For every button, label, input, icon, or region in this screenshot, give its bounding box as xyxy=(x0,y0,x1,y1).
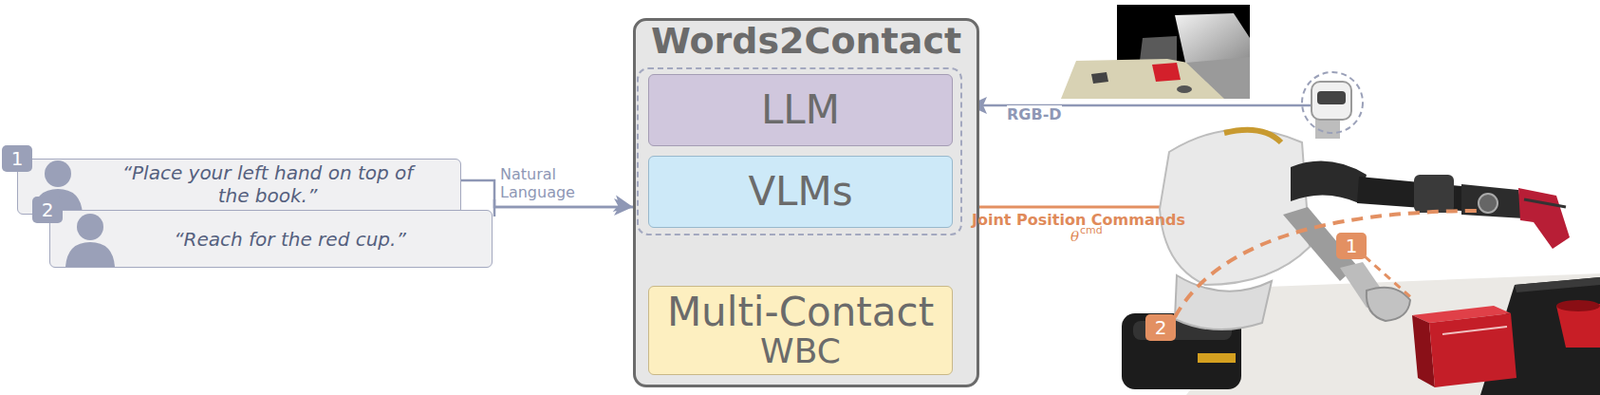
illustration-shape xyxy=(1174,275,1272,330)
illustration-shape xyxy=(1364,256,1414,300)
person-icon xyxy=(61,211,119,267)
module-name: Multi-Contact xyxy=(667,291,934,334)
illustration-shape xyxy=(1317,91,1346,105)
illustration-shape xyxy=(1514,277,1600,293)
illustration-shape xyxy=(1302,72,1363,133)
callout-number: 2 xyxy=(32,196,63,224)
illustration-shape xyxy=(1186,56,1250,99)
illustration-shape xyxy=(1478,193,1498,213)
robot-arm xyxy=(1290,161,1570,249)
speech-bubble: “Reach for the red cup.” xyxy=(49,209,493,268)
illustration-shape xyxy=(1224,130,1282,143)
illustration-shape xyxy=(1176,85,1192,94)
speech-bubble: “Place your left hand on top of the book… xyxy=(17,158,462,215)
illustration-shape xyxy=(1091,72,1109,84)
illustration-shape xyxy=(44,160,72,187)
illustration-shape xyxy=(1442,326,1507,335)
callout-number: 1 xyxy=(1336,232,1367,260)
system-box: Words2ContactLLM VLMsMulti-ContactWBC xyxy=(632,18,980,388)
signal-name: Joint Position Commands xyxy=(971,210,1186,229)
illustration-shape xyxy=(1174,210,1481,317)
utterance-text: “Reach for the red cup.” xyxy=(173,227,407,251)
illustration-shape xyxy=(1518,187,1570,249)
trajectory xyxy=(1174,210,1481,317)
connector-line xyxy=(494,199,633,217)
utterance-text: “Place your left hand on top of the book… xyxy=(113,161,423,207)
robot-left-arm xyxy=(1283,206,1411,321)
symbol: θ xyxy=(1070,227,1080,245)
module-box: VLMs xyxy=(648,155,953,228)
illustration-shape xyxy=(76,213,104,241)
system-title: Words2Contact xyxy=(635,19,977,62)
illustration-shape xyxy=(1366,287,1411,321)
illustration-shape xyxy=(1524,199,1566,207)
illustration-shape xyxy=(1311,81,1352,120)
illustration-shape xyxy=(1413,174,1454,213)
module-name: WBC xyxy=(760,333,841,370)
symbol-superscript: cmd xyxy=(1079,223,1103,237)
module-box: LLM xyxy=(648,74,953,147)
illustration-shape xyxy=(65,241,115,267)
illustration-shape xyxy=(1429,313,1517,388)
illustration-shape xyxy=(1159,129,1310,285)
edge-label: Natural Language xyxy=(500,165,582,202)
illustration-shape xyxy=(1556,299,1600,312)
module-name: VLMs xyxy=(747,170,853,213)
illustration-shape xyxy=(1197,353,1236,363)
module-name: LLM xyxy=(761,89,840,131)
depth-image xyxy=(1060,4,1250,99)
red-book xyxy=(1412,305,1517,388)
signal-name: RGB-D xyxy=(1006,105,1062,124)
arrowhead xyxy=(613,198,633,216)
module-box: Multi-ContactWBC xyxy=(648,285,953,375)
robot-head xyxy=(1302,72,1363,133)
illustration-shape xyxy=(1152,62,1181,82)
red-cup xyxy=(1556,299,1600,348)
illustration-shape xyxy=(1290,161,1367,204)
illustration-shape xyxy=(1461,184,1525,219)
callout-number: 1 xyxy=(1,145,33,172)
callout-number: 2 xyxy=(1145,314,1176,341)
